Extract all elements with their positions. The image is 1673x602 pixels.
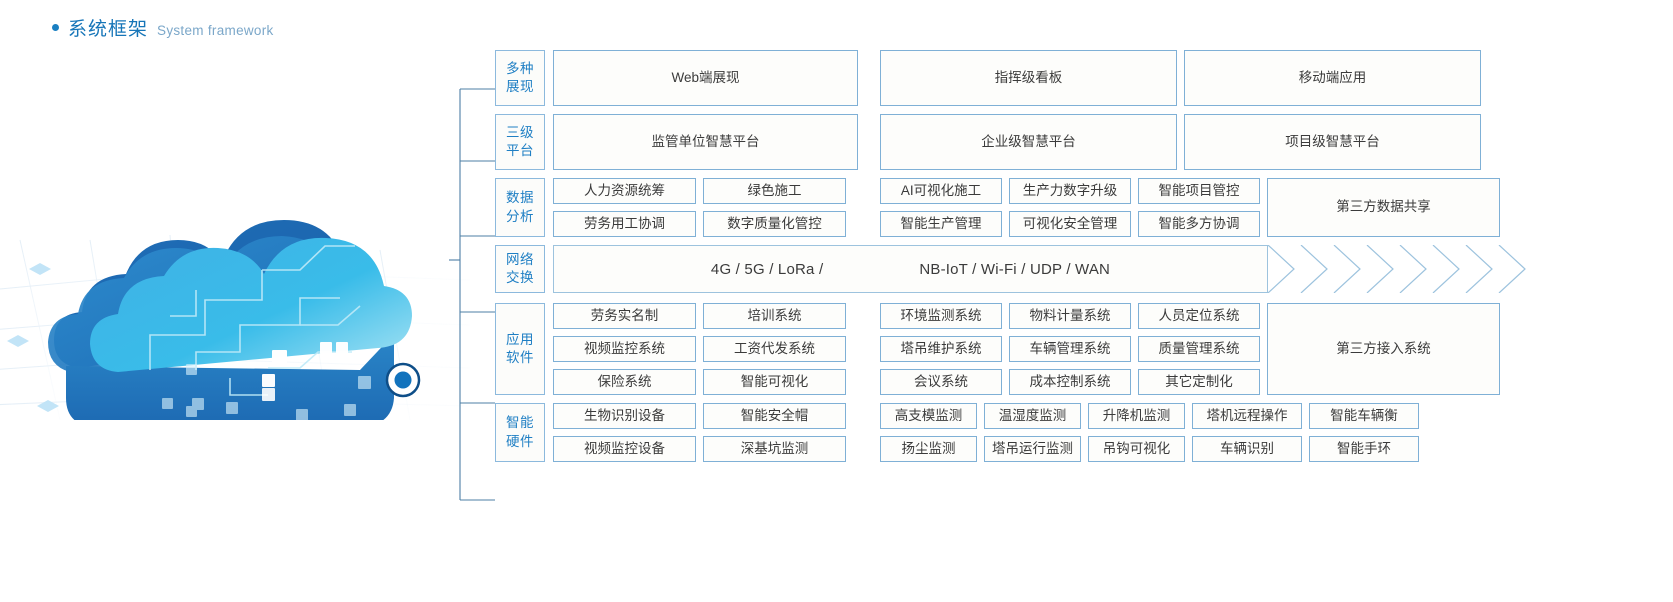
category-data-analysis: 数据 分析 <box>495 178 545 237</box>
item-smart-helmet[interactable]: 智能安全帽 <box>703 403 846 429</box>
item-web-display[interactable]: Web端展现 <box>553 50 858 106</box>
category-presentation: 多种 展现 <box>495 50 545 106</box>
flow-chevrons-icon <box>1268 245 1530 293</box>
category-line-1: 网络 <box>506 251 534 267</box>
cloud-computing-illustration <box>0 120 470 420</box>
item-material-metering[interactable]: 物料计量系统 <box>1009 303 1131 329</box>
row-data-analysis: 数据 分析 人力资源统筹 绿色施工 劳务用工协调 数字质量化管控 <box>495 178 1530 237</box>
item-hook-visualization[interactable]: 吊钩可视化 <box>1088 436 1185 462</box>
item-productivity-upgrade[interactable]: 生产力数字升级 <box>1009 178 1131 204</box>
item-crane-operation-monitoring[interactable]: 塔吊运行监测 <box>984 436 1081 462</box>
connection-node-icon <box>385 362 421 398</box>
category-line-2: 展现 <box>506 79 534 94</box>
network-protocol-banner[interactable]: 4G / 5G / LoRa / NB-IoT / Wi-Fi / UDP / … <box>553 245 1268 293</box>
category-smart-hardware: 智能 硬件 <box>495 403 545 462</box>
page-title-zh: 系统框架 <box>68 19 149 40</box>
item-meeting-system[interactable]: 会议系统 <box>880 369 1002 395</box>
page-title: 系统框架 System framework <box>52 14 274 41</box>
category-line-1: 智能 <box>506 415 534 431</box>
item-smart-wristband[interactable]: 智能手环 <box>1309 436 1419 462</box>
item-temp-humidity-monitoring[interactable]: 温湿度监测 <box>984 403 1081 429</box>
item-smart-weighbridge[interactable]: 智能车辆衡 <box>1309 403 1419 429</box>
row-network-exchange: 网络 交换 4G / 5G / LoRa / NB-IoT / Wi-Fi / … <box>495 245 1530 293</box>
item-environment-monitoring[interactable]: 环境监测系统 <box>880 303 1002 329</box>
item-hr-coordination[interactable]: 人力资源统筹 <box>553 178 696 204</box>
category-network-exchange: 网络 交换 <box>495 245 545 293</box>
item-project-platform[interactable]: 项目级智慧平台 <box>1184 114 1481 170</box>
category-application-software: 应用 软件 <box>495 303 545 395</box>
item-ai-visual-construction[interactable]: AI可视化施工 <box>880 178 1002 204</box>
item-payroll-system[interactable]: 工资代发系统 <box>703 336 846 362</box>
item-smart-production-mgmt[interactable]: 智能生产管理 <box>880 211 1002 237</box>
category-line-2: 软件 <box>506 350 534 365</box>
category-line-1: 应用 <box>506 331 534 347</box>
item-third-party-access-system[interactable]: 第三方接入系统 <box>1267 303 1500 395</box>
row-presentation: 多种 展现 Web端展现 指挥级看板 移动端应用 <box>495 50 1530 106</box>
category-line-2: 硬件 <box>506 433 534 449</box>
network-protocols-left: 4G / 5G / LoRa / <box>710 260 824 278</box>
item-high-formwork-monitoring[interactable]: 高支模监测 <box>880 403 977 429</box>
item-third-party-data-sharing[interactable]: 第三方数据共享 <box>1267 178 1500 237</box>
category-line-2: 分析 <box>506 208 534 224</box>
item-smart-multiparty-coord[interactable]: 智能多方协调 <box>1138 211 1260 237</box>
item-dust-monitoring[interactable]: 扬尘监测 <box>880 436 977 462</box>
network-protocols-right: NB-IoT / Wi-Fi / UDP / WAN <box>919 260 1111 278</box>
item-video-surveillance-system[interactable]: 视频监控系统 <box>553 336 696 362</box>
item-other-customization[interactable]: 其它定制化 <box>1138 369 1260 395</box>
item-vehicle-recognition[interactable]: 车辆识别 <box>1192 436 1302 462</box>
row-smart-hardware: 智能 硬件 生物识别设备 智能安全帽 视频监控设备 深基坑监测 <box>495 403 1530 462</box>
item-deep-pit-monitoring[interactable]: 深基坑监测 <box>703 436 846 462</box>
item-enterprise-platform[interactable]: 企业级智慧平台 <box>880 114 1177 170</box>
category-line-1: 数据 <box>506 190 534 206</box>
item-smart-visualization[interactable]: 智能可视化 <box>703 369 846 395</box>
item-biometric-device[interactable]: 生物识别设备 <box>553 403 696 429</box>
item-tower-remote-operation[interactable]: 塔机远程操作 <box>1192 403 1302 429</box>
item-regulator-platform[interactable]: 监管单位智慧平台 <box>553 114 858 170</box>
connector-bracket <box>449 60 495 510</box>
item-command-dashboard[interactable]: 指挥级看板 <box>880 50 1177 106</box>
item-smart-project-control[interactable]: 智能项目管控 <box>1138 178 1260 204</box>
item-green-construction[interactable]: 绿色施工 <box>703 178 846 204</box>
item-crane-maintenance[interactable]: 塔吊维护系统 <box>880 336 1002 362</box>
item-personnel-positioning[interactable]: 人员定位系统 <box>1138 303 1260 329</box>
item-video-monitoring-device[interactable]: 视频监控设备 <box>553 436 696 462</box>
item-insurance-system[interactable]: 保险系统 <box>553 369 696 395</box>
item-mobile-app[interactable]: 移动端应用 <box>1184 50 1481 106</box>
category-three-tier-platform: 三级 平台 <box>495 114 545 170</box>
item-cost-control-system[interactable]: 成本控制系统 <box>1009 369 1131 395</box>
row-three-tier-platform: 三级 平台 监管单位智慧平台 企业级智慧平台 项目级智慧平台 <box>495 114 1530 170</box>
category-line-1: 三级 <box>506 124 534 140</box>
page-title-en: System framework <box>157 23 274 38</box>
category-line-2: 平台 <box>506 143 534 158</box>
category-line-2: 交换 <box>506 270 534 285</box>
item-hoist-monitoring[interactable]: 升降机监测 <box>1088 403 1185 429</box>
item-training-system[interactable]: 培训系统 <box>703 303 846 329</box>
item-labor-real-name[interactable]: 劳务实名制 <box>553 303 696 329</box>
item-labor-coordination[interactable]: 劳务用工协调 <box>553 211 696 237</box>
item-visual-safety-mgmt[interactable]: 可视化安全管理 <box>1009 211 1131 237</box>
category-line-1: 多种 <box>506 60 534 76</box>
bullet-dot-icon <box>52 24 59 31</box>
item-vehicle-management[interactable]: 车辆管理系统 <box>1009 336 1131 362</box>
item-quality-management[interactable]: 质量管理系统 <box>1138 336 1260 362</box>
framework-diagram: 多种 展现 Web端展现 指挥级看板 移动端应用 三级 平台 <box>495 50 1530 470</box>
item-digital-quality-control[interactable]: 数字质量化管控 <box>703 211 846 237</box>
row-application-software: 应用 软件 劳务实名制 培训系统 视频监控系统 工资代发系统 保险系统 智能可视… <box>495 303 1530 395</box>
